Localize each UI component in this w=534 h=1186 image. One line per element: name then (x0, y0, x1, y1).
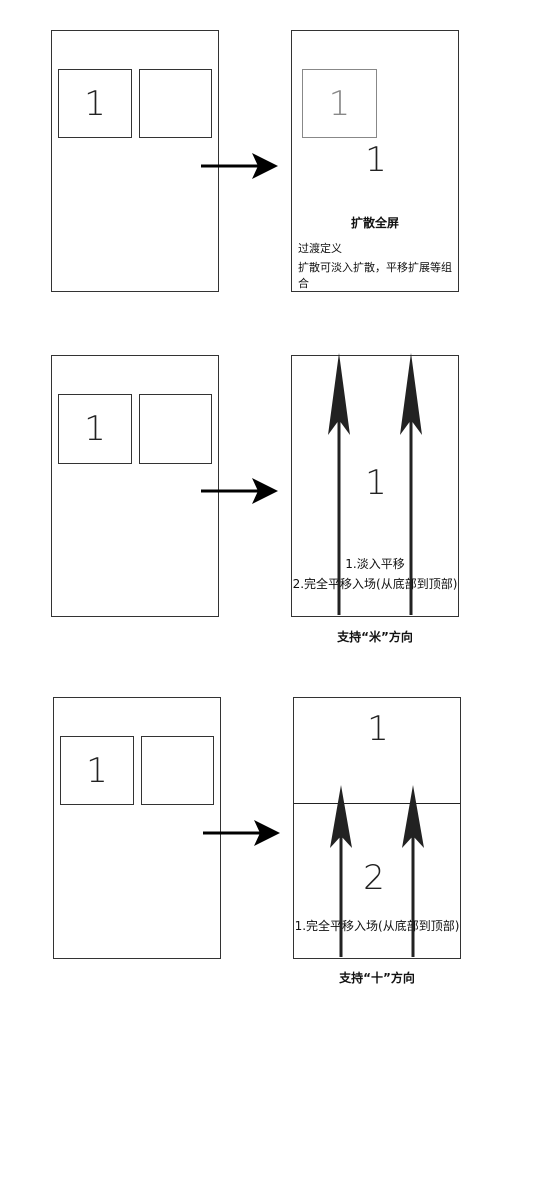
row3-caption: 支持“十”方向 (339, 971, 415, 985)
row2-before-tile-1: 1 (58, 394, 132, 464)
row1-after-big-label: 1 (365, 140, 387, 180)
row1-after-screen: 1 1 扩散全屏 过渡定义 扩散可淡入扩散，平移扩展等组合 (291, 30, 459, 292)
row1-note-title: 过渡定义 (298, 242, 342, 255)
row3-split-divider (294, 803, 460, 804)
row2-line1: 1.淡入平移 (345, 557, 405, 571)
row2-caption: 支持“米”方向 (337, 630, 413, 644)
row1-before-tile-2 (139, 69, 212, 138)
row2-after-screen: 1 1.淡入平移 2.完全平移入场(从底部到顶部) (291, 355, 459, 617)
row3-bottom-label: 2 (363, 858, 385, 898)
row2-before-tile-2 (139, 394, 212, 464)
row3-top-label: 1 (367, 709, 389, 749)
row3-before-tile-2 (141, 736, 214, 805)
row1-note-body: 扩散可淡入扩散，平移扩展等组合 (298, 261, 452, 290)
row3-after-screen: 1 2 1.完全平移入场(从底部到顶部) (293, 697, 461, 959)
tile-label: 1 (86, 750, 108, 791)
row1-heading: 扩散全屏 (350, 216, 399, 230)
row1-before-screen: 1 (51, 30, 219, 292)
row2-line2: 2.完全平移入场(从底部到顶部) (292, 577, 458, 591)
tile-label: 1 (84, 409, 106, 449)
tile-label: 1 (84, 83, 106, 124)
row3-line1: 1.完全平移入场(从底部到顶部) (294, 919, 460, 933)
row2-before-screen: 1 (51, 355, 219, 617)
row3-before-screen: 1 (53, 697, 221, 959)
row2-after-big-label: 1 (365, 463, 387, 503)
ghost-tile-label: 1 (328, 83, 351, 124)
row1-after-ghost-tile: 1 (302, 69, 377, 138)
row1-before-tile-1: 1 (58, 69, 132, 138)
row3-before-tile-1: 1 (60, 736, 134, 805)
